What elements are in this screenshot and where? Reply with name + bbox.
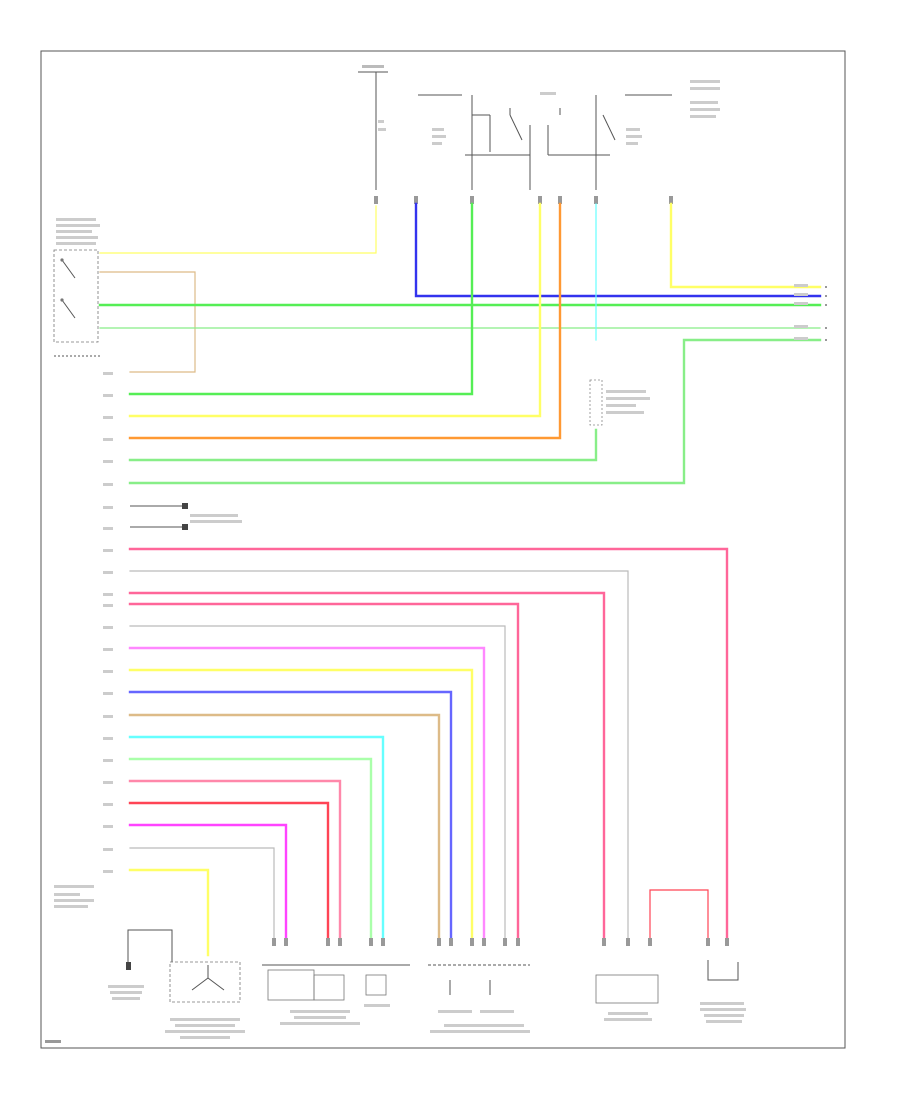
wire-yellow-right [669, 202, 822, 289]
wire-cyan-throttle [128, 735, 385, 942]
bottom-components [54, 885, 746, 1039]
pin-labels-left [103, 372, 113, 873]
right-offpage-marks [794, 284, 827, 341]
wire-gray-speed [129, 570, 629, 941]
wire-yellow-trans [128, 868, 210, 957]
wire-orange-relay [128, 202, 562, 440]
wire-red-throttle [128, 801, 330, 942]
wire-magenta-apps [128, 646, 486, 942]
wire-blue-apps [128, 690, 453, 942]
wire-tan-switch [99, 271, 196, 373]
wire-gray-throttle [129, 847, 275, 941]
apps-connectors [437, 938, 520, 946]
fuse-label-mark [362, 65, 384, 68]
wire-red-loop [649, 889, 709, 941]
wire-blue [414, 202, 822, 298]
wire-magenta-throttle [128, 823, 288, 942]
footer-code-mark [45, 1040, 61, 1043]
wire-green-relay [128, 202, 474, 396]
wire-yellow-relay [128, 202, 542, 418]
wire-yellow-switch [99, 205, 377, 254]
wire-tan-apps [128, 713, 441, 942]
wire-pink-apps [128, 602, 520, 942]
lower-wires [128, 547, 729, 957]
throttle-connectors [272, 938, 385, 946]
speed-sensor-connectors [602, 938, 652, 946]
ground-markers [130, 503, 242, 530]
wire-pink-speed [128, 591, 606, 942]
top-connectors [374, 196, 673, 204]
right-sensor-connectors [706, 938, 729, 946]
upper-wires [98, 202, 822, 485]
fuse-block [358, 65, 388, 190]
wire-green-throttle [128, 757, 373, 942]
wire-gray-apps [129, 625, 506, 941]
wire-yellow-apps [128, 668, 474, 942]
wire-lightgreen-right [128, 338, 822, 485]
diagram-frame [40, 50, 846, 1049]
wire-pink-throttle [128, 779, 342, 942]
wire-lightgreen-sensor [128, 428, 598, 462]
relay-unit [418, 80, 720, 190]
wire-pink-long [128, 547, 729, 942]
clutch-switch-assembly [53, 218, 100, 357]
